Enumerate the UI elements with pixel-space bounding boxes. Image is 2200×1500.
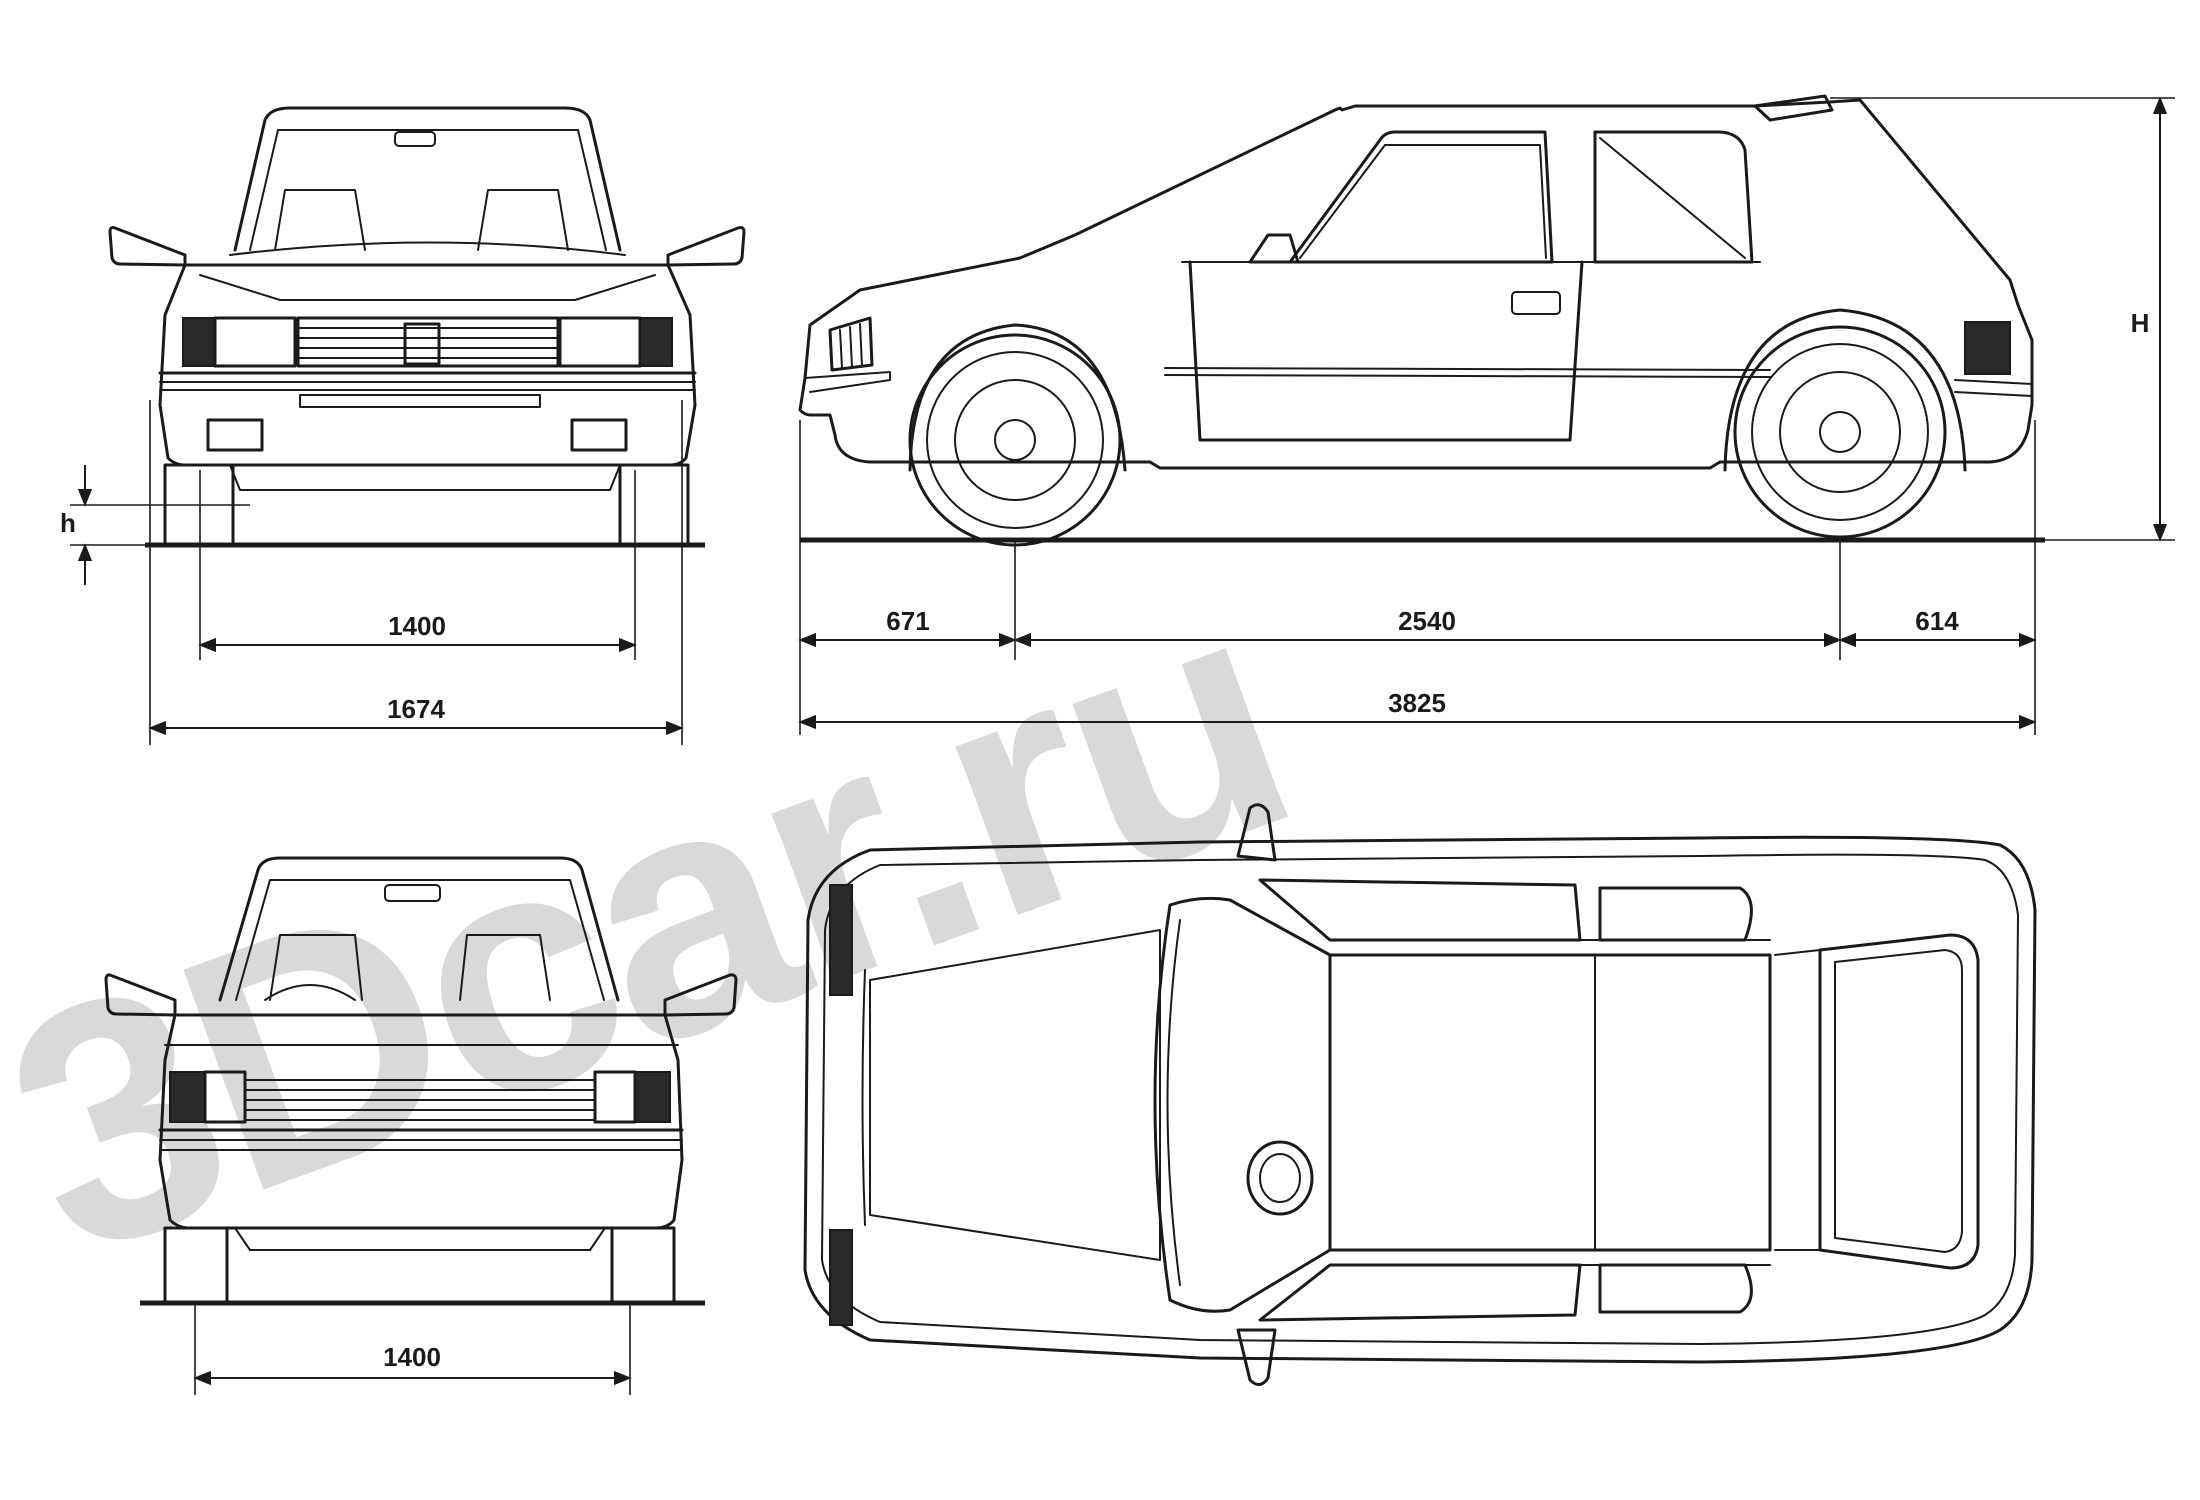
front-track-label: 1400 [388, 611, 446, 641]
rear-overhang-label: 614 [1915, 606, 1959, 636]
front-track-dimension: 1400 [198, 470, 637, 660]
ground-clearance-label: h [60, 508, 76, 538]
front-view [108, 106, 746, 548]
height-label: H [2131, 308, 2150, 338]
rear-track-label: 1400 [383, 1342, 441, 1372]
wheelbase-label: 2540 [1398, 606, 1456, 636]
rear-track-dimension: 1400 [193, 1305, 632, 1395]
front-width-label: 1674 [387, 694, 445, 724]
overall-length-label: 3825 [1388, 688, 1446, 718]
front-width-dimension: 1674 [148, 400, 684, 745]
length-dimensions: 671 2540 614 3825 [798, 420, 2037, 735]
height-dimension: H [1830, 96, 2175, 542]
rear-view [104, 856, 738, 1306]
top-view [803, 803, 2037, 1386]
ground-clearance-dimension: h [60, 465, 250, 585]
side-view [798, 94, 2045, 547]
front-overhang-label: 671 [886, 606, 929, 636]
